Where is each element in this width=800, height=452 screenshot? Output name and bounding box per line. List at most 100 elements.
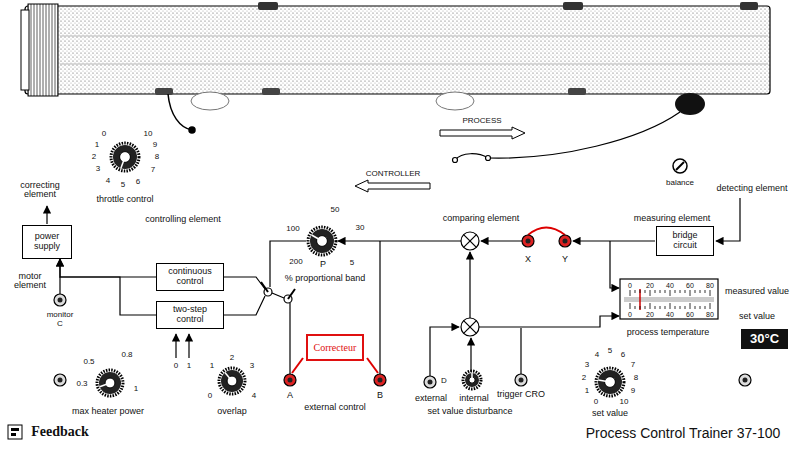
label-text: detecting element [716,184,787,193]
terminal-socket [284,374,296,386]
throttle-cable [189,127,195,133]
label-text: measured value [725,287,789,296]
process-wires [453,158,458,163]
terminal-socket [739,374,751,386]
label-text: 7 [631,361,635,369]
label-text: monitor [47,311,74,319]
meter-scale [690,290,691,296]
label-text: 8 [155,153,159,161]
temperature-meter [620,279,718,319]
terminal-socket [284,374,296,386]
label-text: 40 [666,311,674,318]
signal-wire [188,334,189,358]
signal-wire [289,303,290,374]
label-text: 3 [96,165,100,173]
terminal-socket [522,235,534,247]
label-text: set value disturbance [427,407,512,416]
meter-scale [700,290,701,293]
terminal-socket [378,378,383,383]
signal-wire [175,334,176,358]
label-text: 200 [289,258,302,266]
label-text: internal [459,394,489,403]
terminal-socket [424,376,436,388]
balance-screw [673,159,687,173]
label-text: D [441,377,447,385]
label-text: 1 [95,141,99,149]
terminal-socket [563,239,568,244]
label-text: 30 [356,224,365,232]
comparator-symbol [464,235,477,248]
control-knob [111,143,139,171]
label-text: 6 [136,178,140,186]
label-text: trigger CRO [497,390,545,399]
box-text: 30°C [750,332,779,346]
label-text: 7 [151,166,155,174]
label-text: 2 [582,374,586,382]
terminal-socket [374,374,386,386]
label-text: CONTROLLER [366,170,421,178]
signal-wire [716,198,740,241]
toggle-switch [261,282,295,303]
meter-scale [680,306,681,309]
controller-arrow [355,180,430,192]
terminal-socket [743,378,748,383]
label-text: overlap [217,407,247,416]
comparator-symbol [464,235,477,248]
control-knob [596,368,624,396]
signal-wire [573,240,655,241]
label-text: Y [562,255,568,264]
function-box: continuous control [156,263,224,291]
process-tube [60,36,768,37]
terminal-socket [515,374,527,386]
meter-scale [645,290,646,293]
terminal-socket [374,374,386,386]
meter-scale [670,290,671,296]
terminal-socket [54,374,66,386]
terminal-socket [54,294,66,306]
meter-scale [630,290,631,296]
comparator-symbol [461,232,479,250]
temperature-meter [624,297,714,302]
feedback-logo [11,433,16,436]
control-knob [310,229,334,253]
meter-scale [685,290,686,293]
meter-scale [645,306,646,309]
terminal-socket [424,376,436,388]
signal-wire [338,240,461,241]
feedback-logo [8,425,22,439]
process-tube [60,64,768,65]
control-knob [463,371,481,389]
signal-wire [272,293,284,298]
comparator-symbol [464,321,477,334]
label-text: measuring element [634,214,711,223]
label-text: 20 [646,282,654,289]
jumper-wire [528,228,565,236]
signal-wire [469,252,470,318]
signal-wire [224,296,265,315]
meter-scale [705,306,706,309]
temperature-meter [620,279,718,319]
function-box: power supply [22,225,72,259]
control-knob [97,370,123,396]
label-text: balance [666,179,694,187]
meter-scale [710,290,711,296]
label-text: 2 [92,153,96,161]
label-text: 10 [144,130,153,138]
meter-scale [640,306,641,309]
label-text: set value [739,312,775,321]
terminal-socket [559,235,571,247]
signal-wire [610,241,619,288]
terminal-socket [519,378,524,383]
label-text: 0 [594,398,598,406]
toggle-switch [261,282,268,292]
process-arrow [440,127,525,139]
label-text: 0.8 [121,351,132,359]
meter-scale [655,290,656,293]
terminal-socket [515,374,527,386]
process-wires [486,156,491,161]
process-tube [568,88,586,95]
control-knob [111,143,139,171]
process-tube [21,10,29,90]
label-text: motor element [10,272,50,291]
label-text: 100 [286,225,299,233]
